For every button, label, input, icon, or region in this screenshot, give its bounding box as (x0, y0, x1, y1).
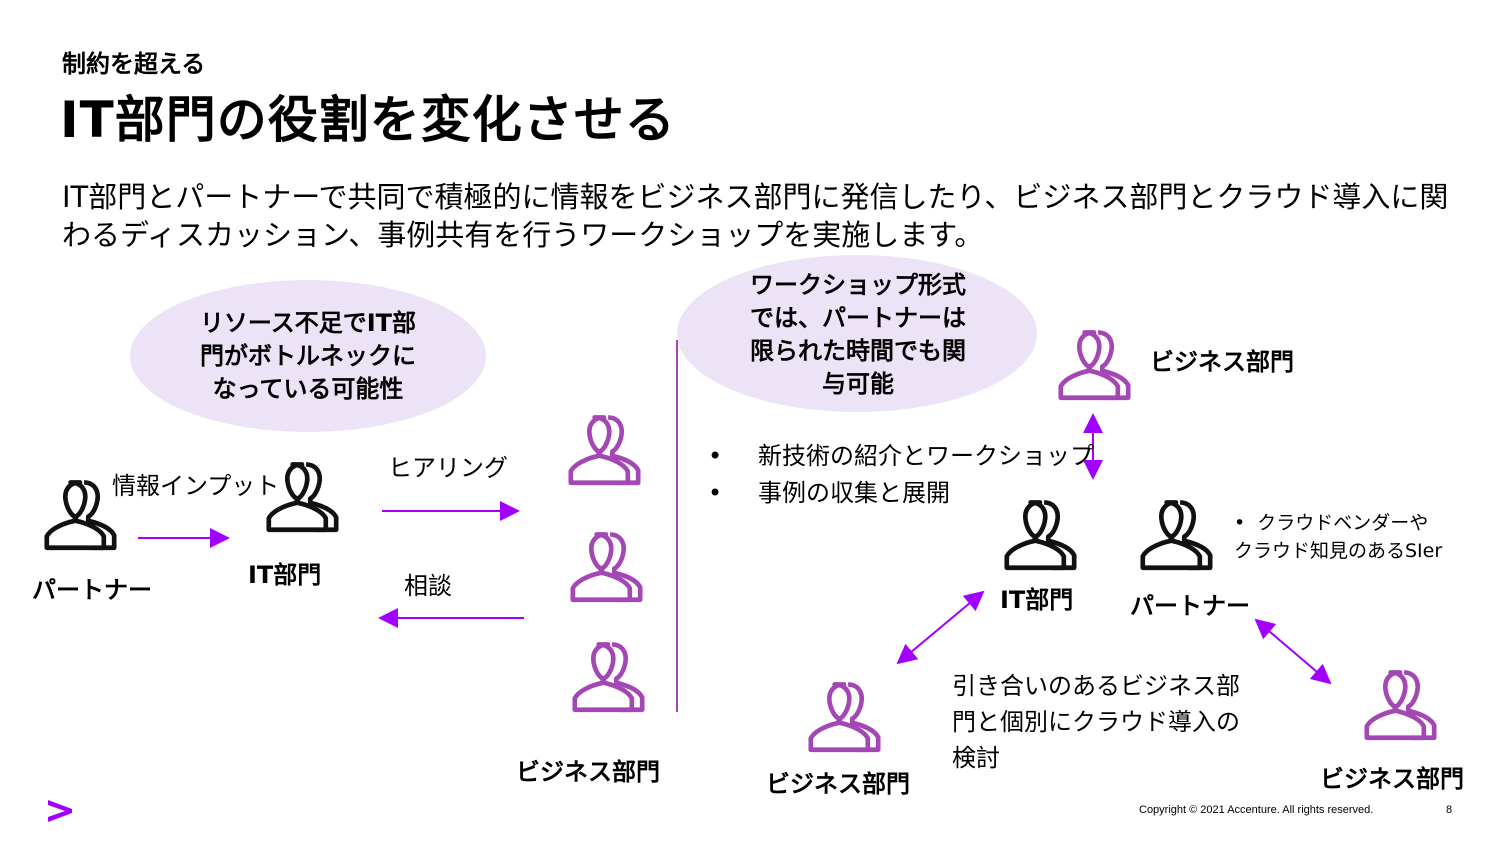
it-dept-label: IT部門 (248, 561, 322, 589)
bullet-item: 新技術の紹介とワークショップ (708, 438, 1094, 475)
it-business-left-double-arrow (896, 590, 985, 665)
lead-text: IT部門とパートナーで共同で積極的に情報をビジネス部門に発信したり、ビジネス部門… (62, 180, 1449, 252)
accenture-logo-icon (48, 800, 72, 822)
partner-note-1: • クラウドベンダーや (1234, 512, 1429, 534)
business-dept-label-bottom-right: ビジネス部門 (1320, 765, 1464, 793)
partner-notes: • クラウドベンダーや クラウド知見のあるSIer (1234, 509, 1442, 565)
individual-discussion-text: 引き合いのあるビジネス部門と個別にクラウド導入の検討 (952, 672, 1240, 772)
partner-right-person-icon (1132, 490, 1222, 575)
business-bottom-left-person-icon (800, 672, 890, 757)
it-dept-label-right: IT部門 (1000, 586, 1074, 614)
bullet-item: 事例の収集と展開 (708, 475, 1094, 512)
workshop-bullets: 新技術の紹介とワークショップ 事例の収集と展開 (708, 438, 1094, 512)
it-dept-right-person-icon (996, 490, 1086, 575)
business-person-icon-2 (562, 522, 652, 607)
business-bottom-right-person-icon (1356, 660, 1446, 745)
business-dept-label-top: ビジネス部門 (1150, 348, 1294, 376)
business-dept-label-bottom-left: ビジネス部門 (766, 770, 910, 798)
slide-subtitle: 制約を超える (62, 50, 206, 78)
business-person-icon-3 (564, 632, 654, 717)
left-bubble-text: リソース不足でIT部門がボトルネックになっている可能性 (199, 308, 417, 403)
right-bubble-text: ワークショップ形式では、パートナーは限られた時間でも関与可能 (750, 271, 966, 398)
page-number: 8 (1446, 804, 1453, 816)
slide-title: IT部門の役割を変化させる (60, 91, 676, 149)
partner-label: パートナー (32, 576, 152, 604)
left-bubble (130, 280, 486, 432)
consult-label: 相談 (404, 572, 452, 600)
partner-business-right-double-arrow (1254, 618, 1332, 685)
right-bubble (677, 255, 1037, 412)
partner-note-1-text: クラウドベンダーや (1257, 512, 1429, 534)
info-input-label: 情報インプット (112, 472, 280, 500)
business-dept-label-left: ビジネス部門 (516, 758, 660, 786)
business-person-icon-1 (560, 405, 650, 490)
hearing-label: ヒアリング (388, 454, 508, 482)
business-top-person-icon (1050, 320, 1140, 405)
partner-note-2: クラウド知見のあるSIer (1234, 540, 1443, 562)
copyright-text: Copyright © 2021 Accenture. All rights r… (1139, 804, 1374, 816)
partner-label-right: パートナー (1130, 592, 1250, 620)
